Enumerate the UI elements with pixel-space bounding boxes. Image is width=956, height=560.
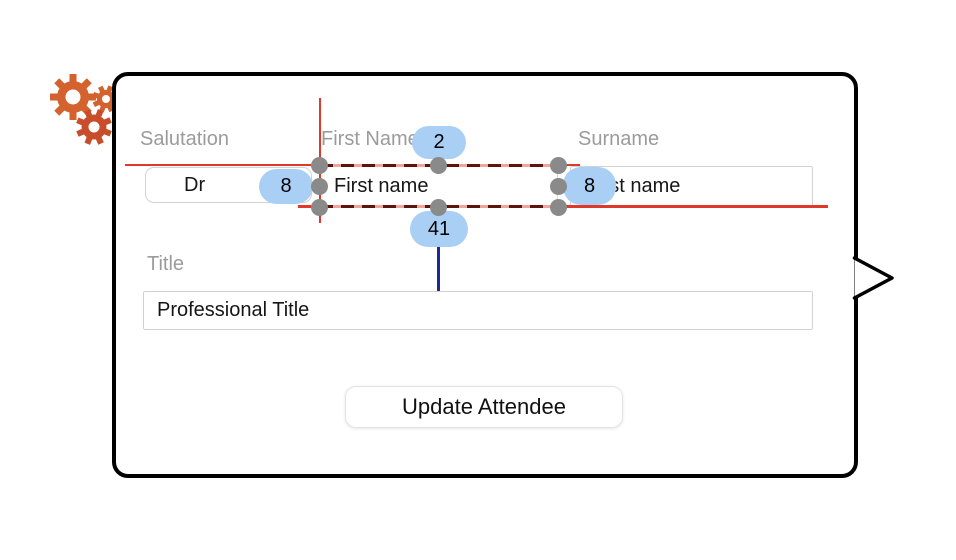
trailing-spacing-badge[interactable]: 8 [563,167,616,205]
bottom-spacing-badge[interactable]: 41 [410,211,468,247]
resize-handle-top-left[interactable] [310,156,328,174]
resize-handle-bottom-left[interactable] [310,198,328,216]
resize-handle-bottom-center[interactable] [429,198,447,216]
resize-handle-top-right[interactable] [549,156,567,174]
surname-label: Surname [578,128,660,150]
red-guide-bottom-right [558,205,828,208]
red-guide-top-left [125,163,320,167]
gear-medium [76,109,112,145]
title-field[interactable]: Professional Title [143,291,813,330]
top-spacing-badge[interactable]: 2 [412,126,466,159]
update-attendee-button[interactable]: Update Attendee [345,386,623,428]
salutation-label: Salutation [140,128,229,150]
first-name-label: First Name [321,128,419,150]
resize-handle-bottom-right[interactable] [549,198,567,216]
title-label: Title [147,253,185,275]
leading-spacing-badge[interactable]: 8 [259,169,313,204]
resize-handle-mid-right[interactable] [549,177,567,195]
measure-line-bottom [437,246,440,291]
red-guide-top-right-stub [558,163,580,167]
gear-large [50,74,96,120]
popover-arrow [852,256,894,300]
red-guide-bottom-left-stub [298,205,322,208]
update-attendee-button-label: Update Attendee [402,394,566,419]
resize-handle-mid-left[interactable] [310,177,328,195]
resize-handle-top-center[interactable] [429,156,447,174]
